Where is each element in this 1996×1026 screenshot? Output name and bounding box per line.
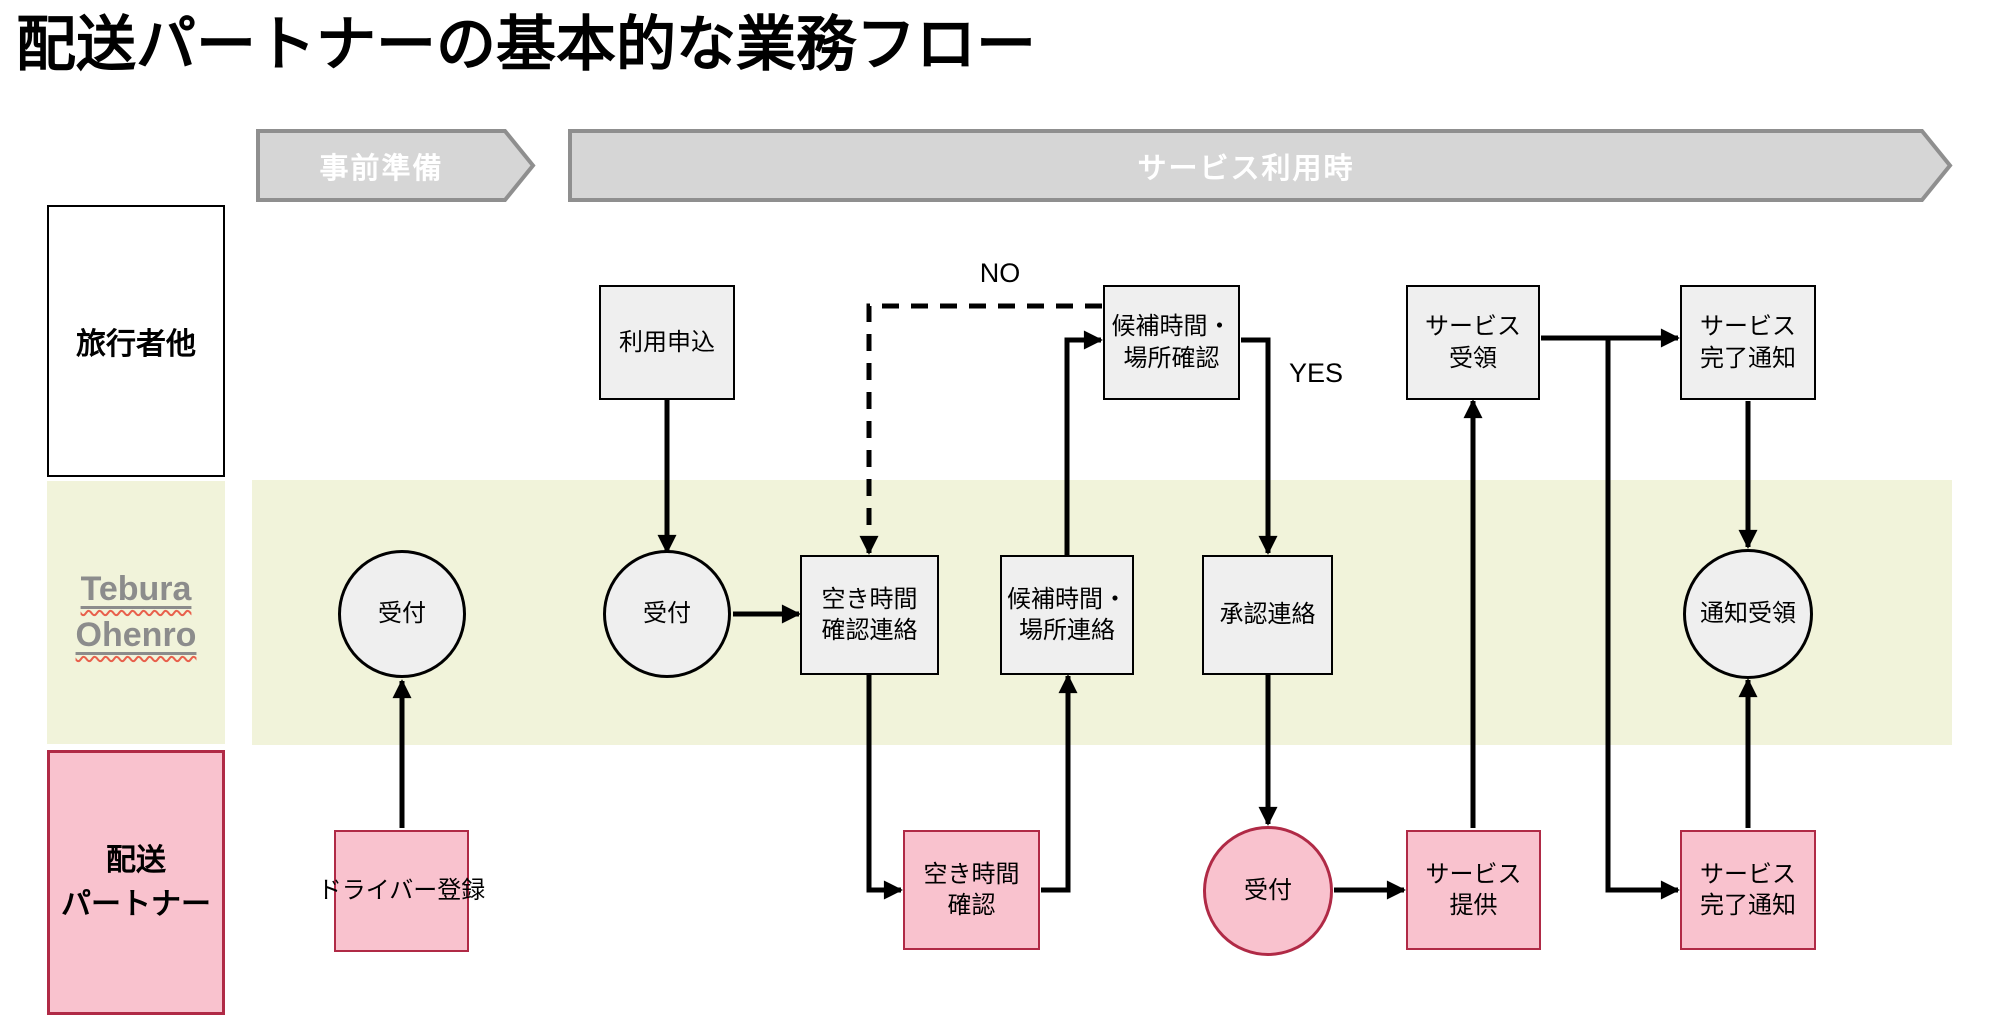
phase-chevron-prep [256, 129, 536, 202]
lane-label-travelers: 旅行者他 [47, 205, 225, 477]
arrow-candidate-contact-to-confirm [1064, 330, 1103, 555]
phase-label-prep: 事前準備 [319, 152, 444, 185]
node-free-time-contact: 空き時間 確認連絡 [800, 555, 939, 675]
page-title: 配送パートナーの基本的な業務フロー [16, 11, 1036, 78]
lane-label-tebura: Tebura Ohenro [47, 481, 225, 744]
arrow-free-time-check-to-candidate-contact [1041, 674, 1078, 893]
arrow-free-time-contact-to-check [866, 675, 903, 900]
node-free-time-check: 空き時間 確認 [903, 830, 1040, 950]
phase-label-service: サービス利用時 [1137, 152, 1355, 185]
tebura-word-2: Ohenro [75, 615, 197, 654]
lane-label-tebura-text: Tebura Ohenro [76, 567, 197, 659]
node-service-done-bottom: サービス 完了通知 [1680, 830, 1816, 950]
lane-label-partner: 配送 パートナー [47, 750, 225, 1015]
node-reception-partner: 受付 [1203, 826, 1333, 956]
node-candidate-confirm: 候補時間・ 場所確認 [1103, 285, 1240, 400]
tebura-word-1: Tebura [80, 569, 192, 608]
node-service-done-top: サービス 完了通知 [1680, 285, 1816, 400]
phase-chevron-service [568, 129, 1953, 202]
node-service-provide: サービス 提供 [1406, 830, 1541, 950]
node-reception-prep: 受付 [338, 550, 466, 678]
node-service-receive: サービス 受領 [1406, 285, 1540, 400]
node-driver-register: ドライバー登録 [318, 830, 485, 952]
node-approval-contact: 承認連絡 [1202, 555, 1333, 675]
node-reception-use: 受付 [603, 550, 731, 678]
arrow-branch-to-done-notice-bottom [1605, 338, 1680, 900]
arrow-no-loop-dashed [859, 303, 1102, 555]
branch-label-no: NO [979, 258, 1021, 288]
branch-label-yes: YES [1288, 358, 1344, 388]
node-notice-receive: 通知受領 [1683, 549, 1813, 679]
node-apply: 利用申込 [599, 285, 735, 400]
node-candidate-contact: 候補時間・ 場所連絡 [1000, 555, 1134, 675]
arrow-yes-to-approval [1241, 337, 1278, 555]
